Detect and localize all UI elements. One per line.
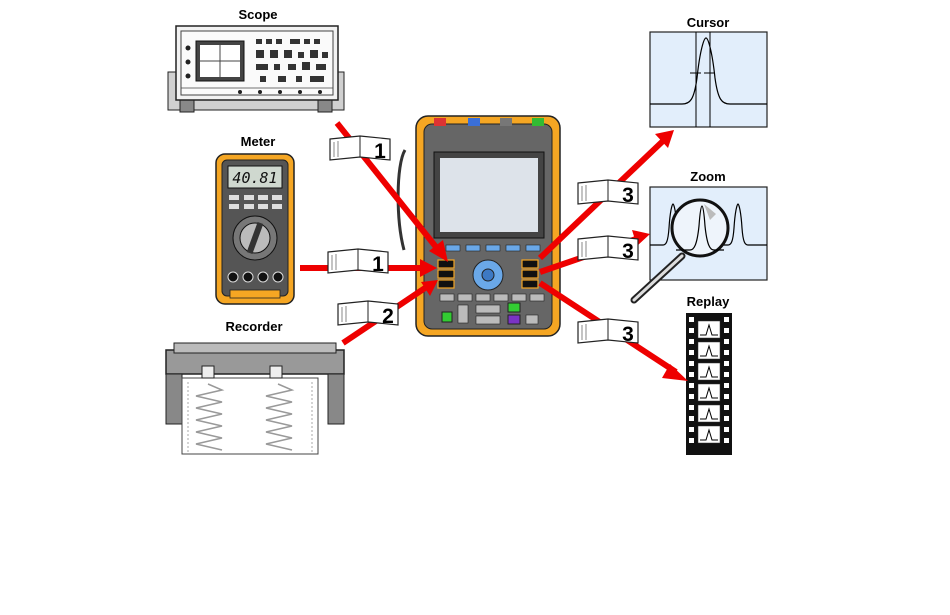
- step-book-scope: 1: [330, 136, 390, 163]
- step-number-recorder: 2: [382, 305, 394, 328]
- step-book-cursor: 3: [578, 180, 638, 207]
- magnifier-icon: [672, 200, 728, 256]
- step-book-replay: 3: [578, 319, 638, 346]
- recorder-label: Recorder: [225, 319, 282, 334]
- meter-label: Meter: [241, 134, 276, 149]
- step-number-cursor: 3: [622, 184, 634, 207]
- scope-instrument: Scope: [168, 7, 344, 112]
- zoom-panel: Zoom: [634, 169, 767, 300]
- step-number-meter: 1: [372, 253, 384, 276]
- meter-display-reading: 40.81: [232, 169, 277, 187]
- step-number-scope: 1: [374, 140, 386, 163]
- meter-instrument: Meter 40.81: [216, 134, 294, 304]
- cursor-panel: Cursor: [650, 15, 767, 127]
- step-book-meter: 1: [328, 249, 388, 276]
- scope-label: Scope: [238, 7, 277, 22]
- zoom-label: Zoom: [690, 169, 725, 184]
- recorder-instrument: Recorder: [166, 319, 344, 454]
- replay-filmstrip: Replay: [686, 294, 732, 455]
- step-book-zoom: 3: [578, 236, 638, 263]
- step-number-replay: 3: [622, 323, 634, 346]
- cursor-label: Cursor: [687, 15, 730, 30]
- step-number-zoom: 3: [622, 240, 634, 263]
- replay-label: Replay: [687, 294, 730, 309]
